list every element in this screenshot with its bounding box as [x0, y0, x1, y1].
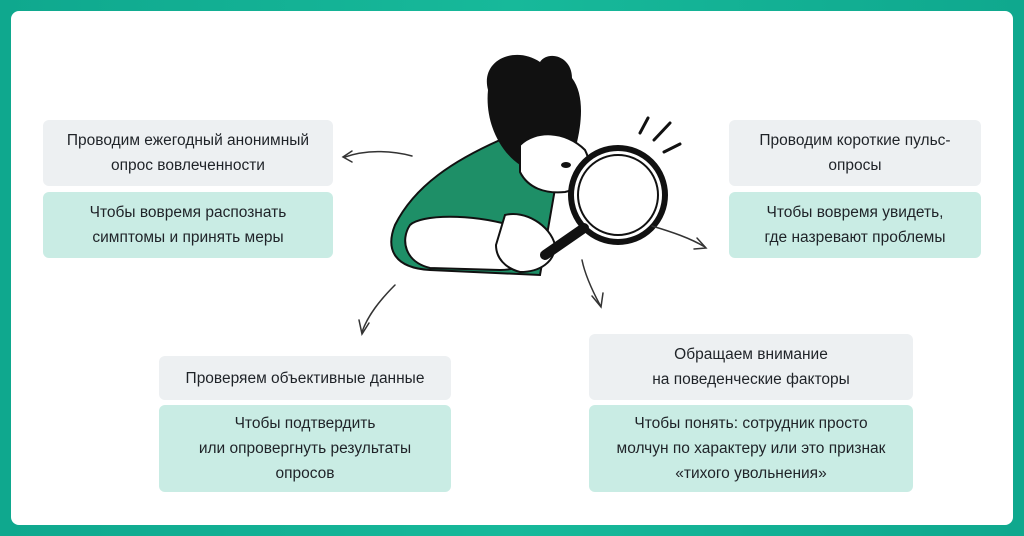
block-objective-data-title: Проверяем объективные данные	[159, 356, 451, 400]
block-behavior-detail: Чтобы понять: сотрудник просто молчун по…	[589, 405, 913, 492]
block-objective-data-detail: Чтобы подтвердить или опровергнуть резул…	[159, 405, 451, 492]
block-annual-survey-title: Проводим ежегодный анонимный опрос вовле…	[43, 120, 333, 186]
diagram-panel: Проводим ежегодный анонимный опрос вовле…	[11, 11, 1013, 525]
block-pulse-survey-title: Проводим короткие пульс- опросы	[729, 120, 981, 186]
block-annual-survey-detail: Чтобы вовремя распознать симптомы и прин…	[43, 192, 333, 258]
block-behavior-title: Обращаем внимание на поведенческие факто…	[589, 334, 913, 400]
block-pulse-survey-detail: Чтобы вовремя увидеть, где назревают про…	[729, 192, 981, 258]
woman-with-magnifying-glass-icon	[341, 54, 708, 336]
